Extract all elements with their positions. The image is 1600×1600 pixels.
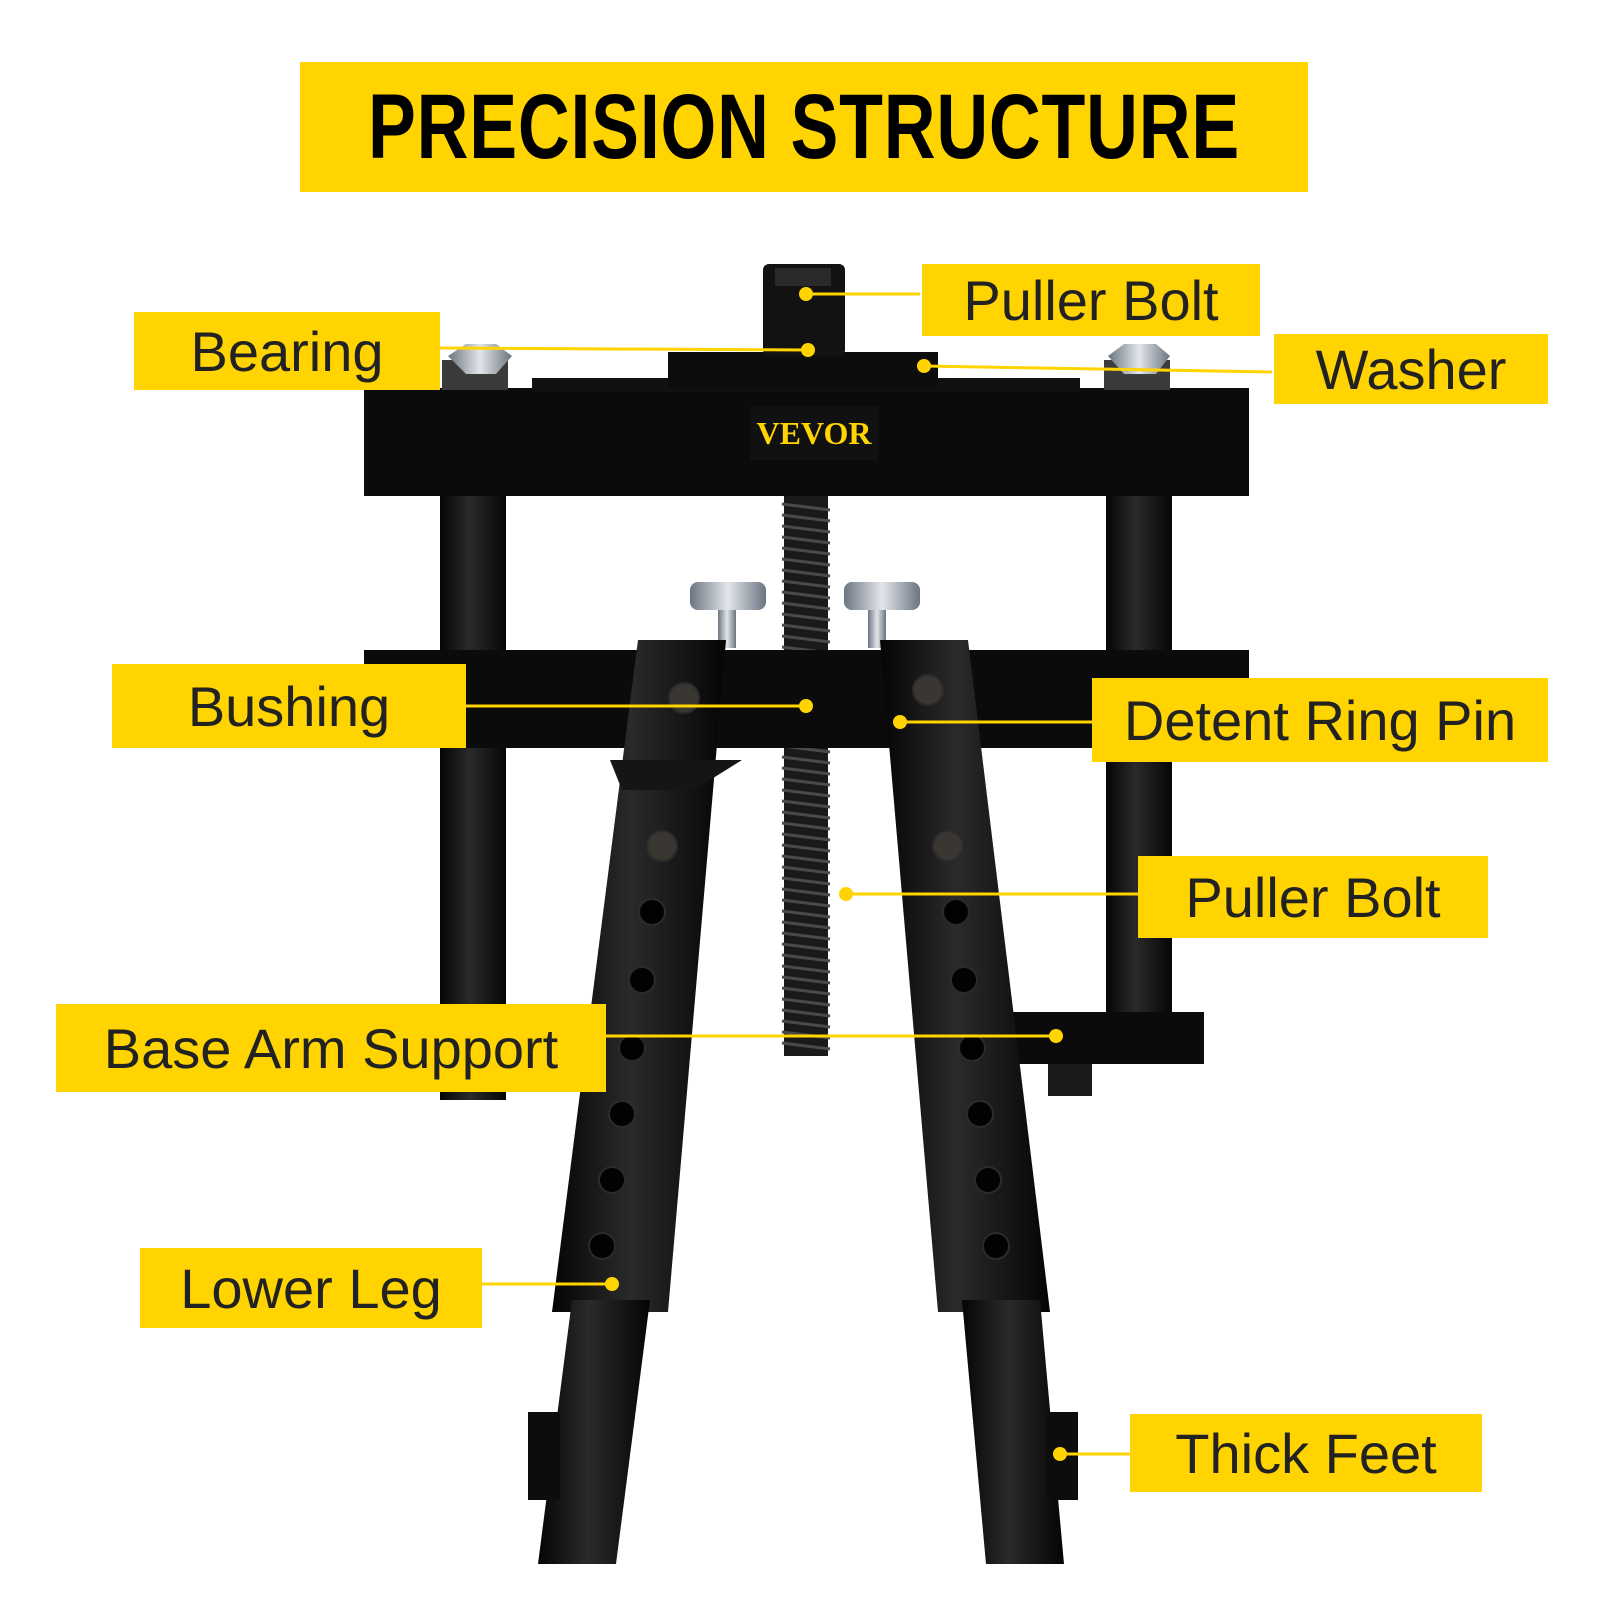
thread-ridge (781, 986, 831, 996)
thread-ridge (781, 865, 831, 875)
callout-line-bearing (439, 346, 809, 352)
thread-ridge (781, 898, 831, 908)
thread-ridge (781, 920, 831, 930)
base-arm-pin (1048, 1064, 1092, 1096)
thread-ridge (781, 777, 831, 787)
detent-pin (912, 674, 944, 706)
thread-ridge (781, 755, 831, 765)
left-foot (528, 1412, 560, 1500)
adjustment-hole (966, 1100, 994, 1128)
callout-dot-detent (893, 715, 907, 729)
thread-ridge (781, 964, 831, 974)
detent-pin (932, 830, 964, 862)
left-leg-sleeve (610, 760, 742, 790)
label-washer: Washer (1274, 334, 1548, 404)
thread-ridge (781, 513, 831, 523)
callout-dot-lower-leg (605, 1277, 619, 1291)
label-puller-bolt-top: Puller Bolt (922, 264, 1260, 336)
right-lower-leg (962, 1300, 1064, 1564)
adjustment-hole (974, 1166, 1002, 1194)
right-leg-holes (912, 674, 1010, 1260)
adjustment-hole (942, 898, 970, 926)
thread-ridge (781, 502, 831, 512)
label-bushing: Bushing (112, 664, 466, 748)
threaded-screw (784, 496, 828, 1056)
thread-ridge (781, 843, 831, 853)
callout-dot-bushing (799, 699, 813, 713)
callout-dot-base-arm (1049, 1029, 1063, 1043)
brand-plate (750, 406, 878, 460)
left-guide-rod (440, 490, 506, 1100)
thread-ridge (781, 535, 831, 545)
thread-ridge (781, 832, 831, 842)
thread-ridge (781, 975, 831, 985)
adjustment-hole (950, 966, 978, 994)
thread-ridge (781, 634, 831, 644)
thread-ridge (781, 1019, 831, 1029)
adjustment-hole (588, 1232, 616, 1260)
thread-ridge (781, 1008, 831, 1018)
label-bearing: Bearing (134, 312, 440, 390)
detent-pin (668, 682, 700, 714)
label-detent-ring-pin: Detent Ring Pin (1092, 678, 1548, 762)
right-hex-bolt (1104, 344, 1170, 390)
callout-line-washer (923, 364, 1273, 374)
thread-ridge (781, 590, 831, 600)
thread-ridge (781, 997, 831, 1007)
adjustment-hole (598, 1166, 626, 1194)
thread-ridge (781, 524, 831, 534)
thread-ridge (781, 579, 831, 589)
thread-ridge (781, 942, 831, 952)
callout-dot-puller-bolt-mid (839, 887, 853, 901)
label-base-arm-support: Base Arm Support (56, 1004, 606, 1092)
adjustment-hole (628, 966, 656, 994)
callout-dot-thick-feet (1053, 1447, 1067, 1461)
puller-bolt-head (763, 264, 845, 356)
bolt-head-highlight (775, 268, 831, 286)
thread-ridge (781, 909, 831, 919)
adjustment-hole (958, 1034, 986, 1062)
thread-ridge (781, 931, 831, 941)
washer-block (668, 352, 938, 388)
callout-dot-washer (917, 359, 931, 373)
callout-dot-bearing (801, 343, 815, 357)
adjustment-hole (618, 1034, 646, 1062)
label-puller-bolt-mid: Puller Bolt (1138, 856, 1488, 938)
thread-ridge (781, 887, 831, 897)
thread-ridge (781, 788, 831, 798)
detent-pin (646, 830, 678, 862)
label-lower-leg: Lower Leg (140, 1248, 482, 1328)
left-thumb-screw (690, 582, 766, 648)
label-thick-feet: Thick Feet (1130, 1414, 1482, 1492)
thread-ridge (781, 799, 831, 809)
title-banner: PRECISION STRUCTURE (300, 62, 1308, 192)
thread-ridge (781, 623, 831, 633)
left-leg-holes (588, 682, 700, 1260)
brand-logo: VEVOR (757, 415, 873, 451)
thread-ridge (781, 810, 831, 820)
thread-ridge (781, 821, 831, 831)
base-arm-block (1012, 1012, 1204, 1064)
thread-ridge (781, 601, 831, 611)
thread-ridge (781, 546, 831, 556)
left-lower-leg (538, 1300, 650, 1564)
thread-ridge (781, 953, 831, 963)
thread-ridge (781, 612, 831, 622)
right-thumb-screw (844, 582, 920, 648)
left-hex-bolt (442, 344, 512, 390)
adjustment-hole (982, 1232, 1010, 1260)
thread-ridge (781, 876, 831, 886)
adjustment-hole (638, 898, 666, 926)
thread-ridge (781, 557, 831, 567)
page-title: PRECISION STRUCTURE (367, 75, 1241, 178)
callout-dot-puller-bolt-top (799, 287, 813, 301)
thread-ridge (781, 766, 831, 776)
thread-ridge (781, 568, 831, 578)
thread-ridge (781, 1041, 831, 1051)
thread-ridge (781, 854, 831, 864)
adjustment-hole (608, 1100, 636, 1128)
